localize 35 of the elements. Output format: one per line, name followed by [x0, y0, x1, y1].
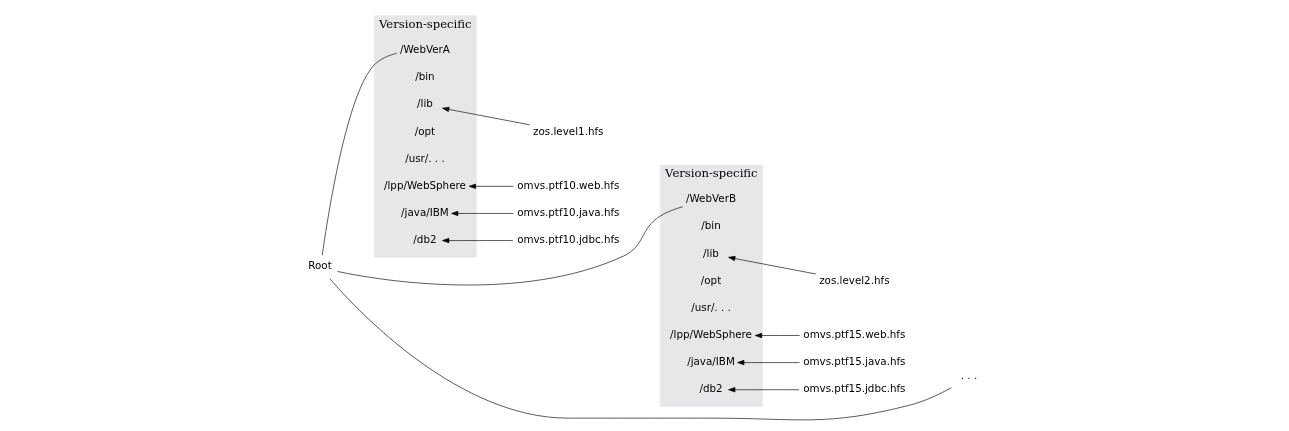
arrow [728, 256, 817, 275]
arrow [737, 360, 800, 366]
node-text: zos.level2.hfs [819, 273, 890, 286]
arrow [728, 387, 800, 393]
node-text: /WebVerB [686, 192, 736, 205]
arrow [468, 183, 514, 189]
node-text: omvs.ptf10.java.hfs [517, 205, 620, 218]
node-text: /opt [700, 273, 722, 286]
node-text: /java/IBM [401, 205, 449, 218]
node-text: zos.level1.hfs [533, 124, 604, 137]
node-text: /bin [415, 70, 435, 83]
node-text: Root [308, 259, 332, 272]
node-text: omvs.ptf15.java.hfs [803, 355, 906, 368]
node-text: omvs.ptf10.jdbc.hfs [517, 233, 620, 246]
node-text: /db2 [699, 382, 723, 395]
node-text: /opt [414, 124, 436, 137]
connector [321, 52, 397, 256]
node-text: /db2 [413, 233, 437, 246]
node-text: /java/IBM [687, 355, 735, 368]
node-text: /lib [703, 246, 719, 259]
node-text: omvs.ptf10.web.hfs [517, 178, 620, 191]
node-text: /bin [701, 219, 721, 232]
node-text: omvs.ptf15.web.hfs [803, 327, 906, 340]
node-text: omvs.ptf15.jdbc.hfs [803, 382, 906, 395]
node-text: /lib [417, 97, 433, 110]
node-text: /usr/. . . [691, 300, 731, 313]
node-text: /lpp/WebSphere [384, 178, 466, 191]
node-text: /lpp/WebSphere [670, 327, 752, 340]
arrow [442, 237, 514, 244]
arrow [754, 332, 800, 339]
node-text: /WebVerA [399, 43, 450, 56]
node-text: /usr/. . . [405, 151, 445, 164]
arrow [442, 106, 531, 126]
arrow [451, 210, 514, 216]
node-text: . . . [960, 368, 978, 381]
